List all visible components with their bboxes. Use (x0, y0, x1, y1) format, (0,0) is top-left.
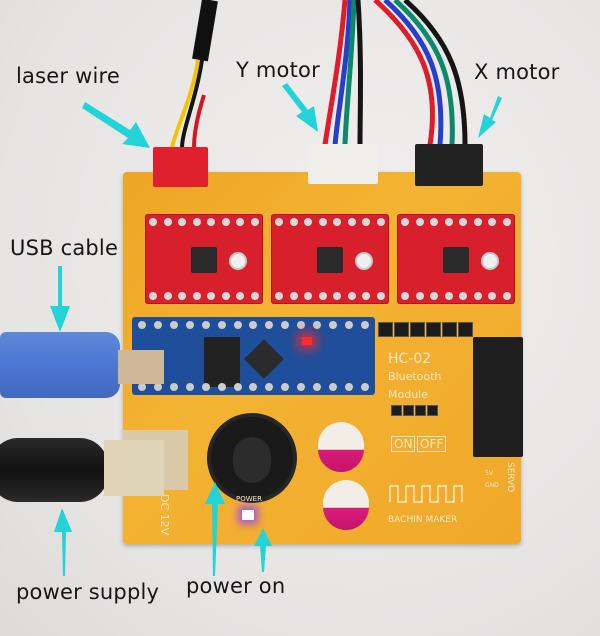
dc-plug-metal (104, 440, 164, 496)
arrow-power-switch (205, 482, 225, 576)
waveform-graphic (389, 485, 463, 503)
arduino-nano (132, 317, 375, 395)
arrow-power-led (254, 528, 272, 572)
driver-potentiometer (229, 252, 247, 270)
bluetooth-line1: Bluetooth (388, 370, 442, 383)
stepper-driver-2 (271, 214, 389, 304)
arrow-x-motor (478, 96, 502, 138)
label-power-supply: power supply (16, 580, 160, 604)
driver-potentiometer (481, 252, 499, 270)
y-motor-wire-red (322, 0, 348, 146)
stepper-driver-3 (397, 214, 515, 304)
gnd-label: GND (485, 482, 499, 489)
on-off-jumper (391, 405, 439, 416)
power-label: POWER (236, 495, 262, 503)
maker-label: BACHIN MAKER (388, 515, 458, 525)
off-label: OFF (417, 436, 447, 452)
y-motor-wire-green (342, 0, 357, 146)
x-motor-wire-red (373, 0, 435, 146)
usb-mini-connector (118, 350, 164, 384)
label-usb-cable: USB cable (10, 236, 119, 260)
5v-label: 5V (485, 470, 493, 477)
arrow-laser-wire (82, 102, 150, 148)
laser-wire-yellow (170, 59, 200, 149)
arrow-power-supply (54, 508, 72, 576)
usb-serial-chip (204, 337, 240, 387)
on-label: ON (391, 436, 416, 452)
driver-potentiometer (355, 252, 373, 270)
bluetooth-header (378, 322, 474, 337)
label-x-motor: X motor (474, 60, 560, 84)
bluetooth-line2: Module (388, 388, 428, 401)
arrow-y-motor (282, 83, 318, 132)
y-motor-wire-black (355, 0, 363, 146)
capacitor-2 (323, 480, 369, 530)
laser-wire-red (192, 94, 206, 149)
controller-board: HC-02 Bluetooth Module SERVO 5V GND ON O… (123, 144, 523, 544)
dc-power-cable (0, 438, 108, 502)
driver-chip (317, 247, 343, 273)
laser-wire-black (180, 59, 204, 149)
usb-cable-plug (0, 332, 120, 398)
driver-chip (443, 247, 469, 273)
x-motor-wire-green (393, 0, 455, 146)
power-switch[interactable] (211, 417, 293, 499)
x-motor-wire-black (403, 0, 468, 146)
bluetooth-module-label: HC-02 Bluetooth Module (388, 350, 441, 404)
red-led (302, 337, 312, 345)
label-laser-wire: laser wire (16, 64, 120, 88)
x-motor-wire-blue (383, 0, 444, 146)
bluetooth-title: HC-02 (388, 351, 432, 367)
servo-idc-connector (473, 337, 523, 457)
power-led (242, 510, 254, 520)
driver-chip (191, 247, 217, 273)
label-y-motor: Y motor (236, 58, 320, 82)
arrow-usb-cable (50, 266, 70, 332)
y-motor-connector (308, 144, 378, 184)
laser-cable-sheath (192, 0, 218, 62)
capacitor-1 (318, 422, 364, 472)
x-motor-connector (415, 144, 483, 186)
label-power-on: power on (186, 574, 286, 598)
stepper-driver-1 (145, 214, 263, 304)
y-motor-wire-blue (332, 0, 353, 146)
power-switch-knob[interactable] (233, 437, 271, 483)
laser-connector (153, 147, 208, 187)
